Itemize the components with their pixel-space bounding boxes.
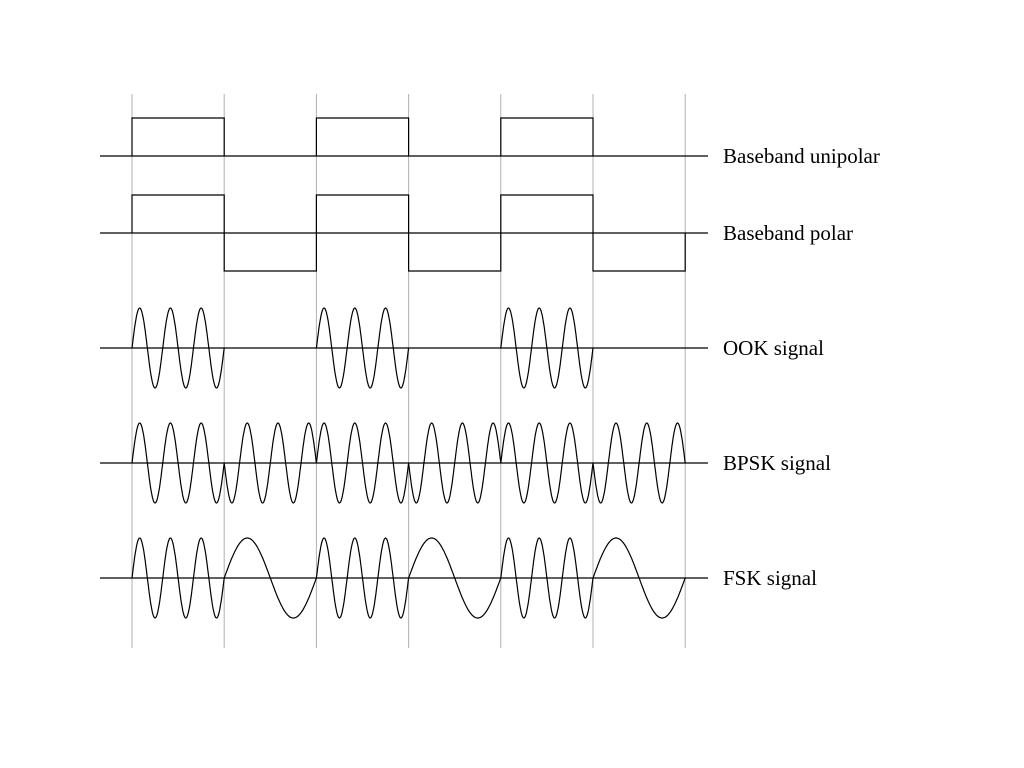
label-ook: OOK signal	[723, 336, 824, 360]
row-baseband-polar: Baseband polar	[100, 194, 853, 272]
waveform-bpsk	[131, 422, 686, 504]
waveform-ook	[131, 307, 594, 389]
waveform-unipolar	[131, 117, 594, 156]
label-unipolar: Baseband unipolar	[723, 144, 880, 168]
waveform-polar	[131, 194, 686, 272]
row-ook-signal: OOK signal	[100, 307, 824, 389]
label-polar: Baseband polar	[723, 221, 853, 245]
row-baseband-unipolar: Baseband unipolar	[100, 117, 880, 168]
bit-boundary-lines	[131, 94, 686, 648]
row-fsk-signal: FSK signal	[100, 537, 817, 619]
waveform-fsk	[131, 537, 686, 619]
label-bpsk: BPSK signal	[723, 451, 831, 475]
row-bpsk-signal: BPSK signal	[100, 422, 831, 504]
label-fsk: FSK signal	[723, 566, 817, 590]
